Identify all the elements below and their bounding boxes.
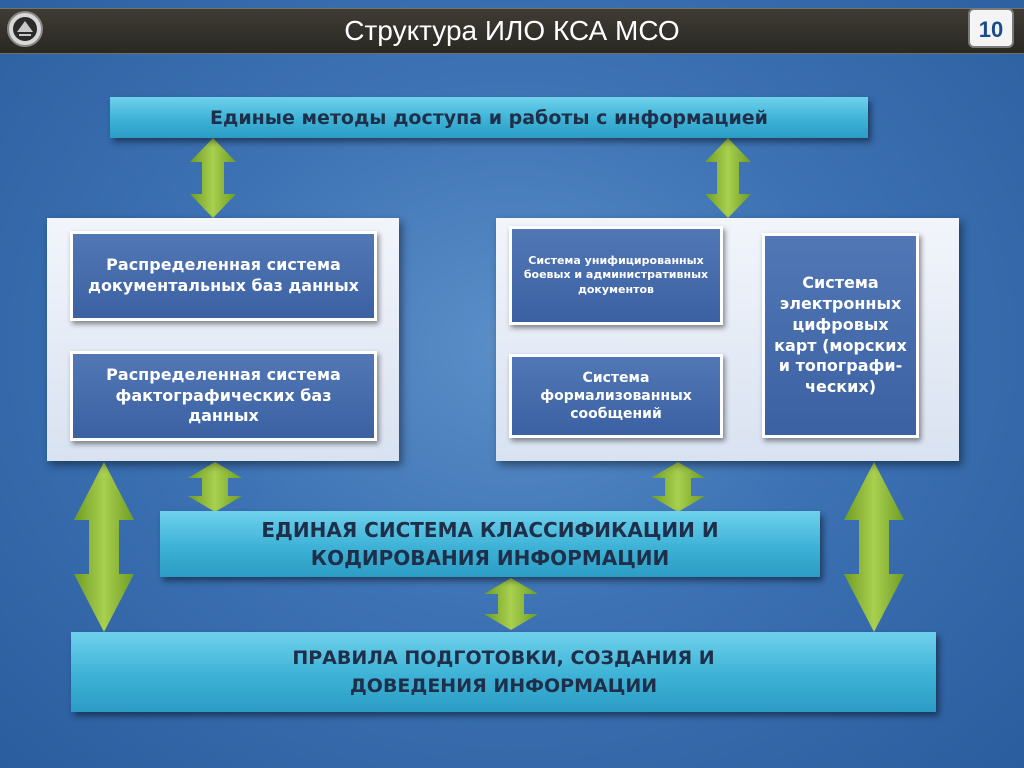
factographic-db-box: Распределенная система фактографических … [70, 351, 377, 441]
arrow-far-right [844, 462, 904, 632]
rules-label: ПРАВИЛА ПОДГОТОВКИ, СОЗДАНИЯ И ДОВЕДЕНИЯ… [292, 646, 715, 698]
factographic-db-label: Распределенная система фактографических … [106, 364, 341, 426]
digital-maps-box: Система электронных цифровых карт (морск… [762, 233, 919, 438]
unified-documents-label: Система унифицированных боевых и админис… [523, 254, 709, 296]
rules-box: ПРАВИЛА ПОДГОТОВКИ, СОЗДАНИЯ И ДОВЕДЕНИЯ… [71, 632, 936, 712]
emblem-icon [7, 11, 43, 47]
classification-system-label: ЕДИНАЯ СИСТЕМА КЛАССИФИКАЦИИ И КОДИРОВАН… [261, 518, 719, 570]
unified-documents-box: Система унифицированных боевых и админис… [509, 226, 723, 325]
arrow-far-left [74, 462, 134, 632]
documentary-db-label: Распределенная система документальных ба… [88, 255, 359, 295]
documentary-db-box: Распределенная система документальных ба… [70, 231, 377, 321]
arrow-top-right [705, 138, 751, 218]
page-title: Структура ИЛО КСА МСО [344, 15, 680, 46]
arrow-right-mid [651, 462, 705, 512]
arrow-center-bottom [484, 578, 538, 630]
arrow-left-mid [188, 462, 242, 512]
digital-maps-label: Система электронных цифровых карт (морск… [774, 273, 907, 397]
formalized-messages-label: Система формализованных сообщений [540, 369, 692, 423]
arrow-top-left [190, 138, 236, 218]
classification-system-box: ЕДИНАЯ СИСТЕМА КЛАССИФИКАЦИИ И КОДИРОВАН… [160, 511, 820, 577]
title-bar: Структура ИЛО КСА МСО [0, 8, 1024, 54]
access-methods-box: Единые методы доступа и работы с информа… [110, 97, 868, 138]
formalized-messages-box: Система формализованных сообщений [509, 354, 723, 438]
slide-number: 10 [968, 8, 1014, 48]
access-methods-label: Единые методы доступа и работы с информа… [210, 106, 768, 129]
